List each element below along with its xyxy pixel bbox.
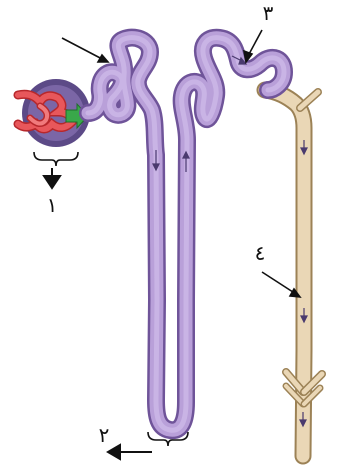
- renal-tubule: [88, 38, 284, 431]
- label-2: ٢: [99, 423, 110, 447]
- bracket-icon: [34, 152, 78, 166]
- pointer-arrow-icon: [262, 272, 300, 297]
- left-arrow-icon: [108, 445, 152, 459]
- pointer-arrow-icon: [62, 38, 108, 62]
- label-3: ٣: [263, 1, 274, 25]
- label-4: ٤: [255, 241, 266, 265]
- collecting-duct: [265, 90, 322, 456]
- down-arrow-icon: [44, 168, 60, 188]
- label-1: ١: [47, 193, 58, 217]
